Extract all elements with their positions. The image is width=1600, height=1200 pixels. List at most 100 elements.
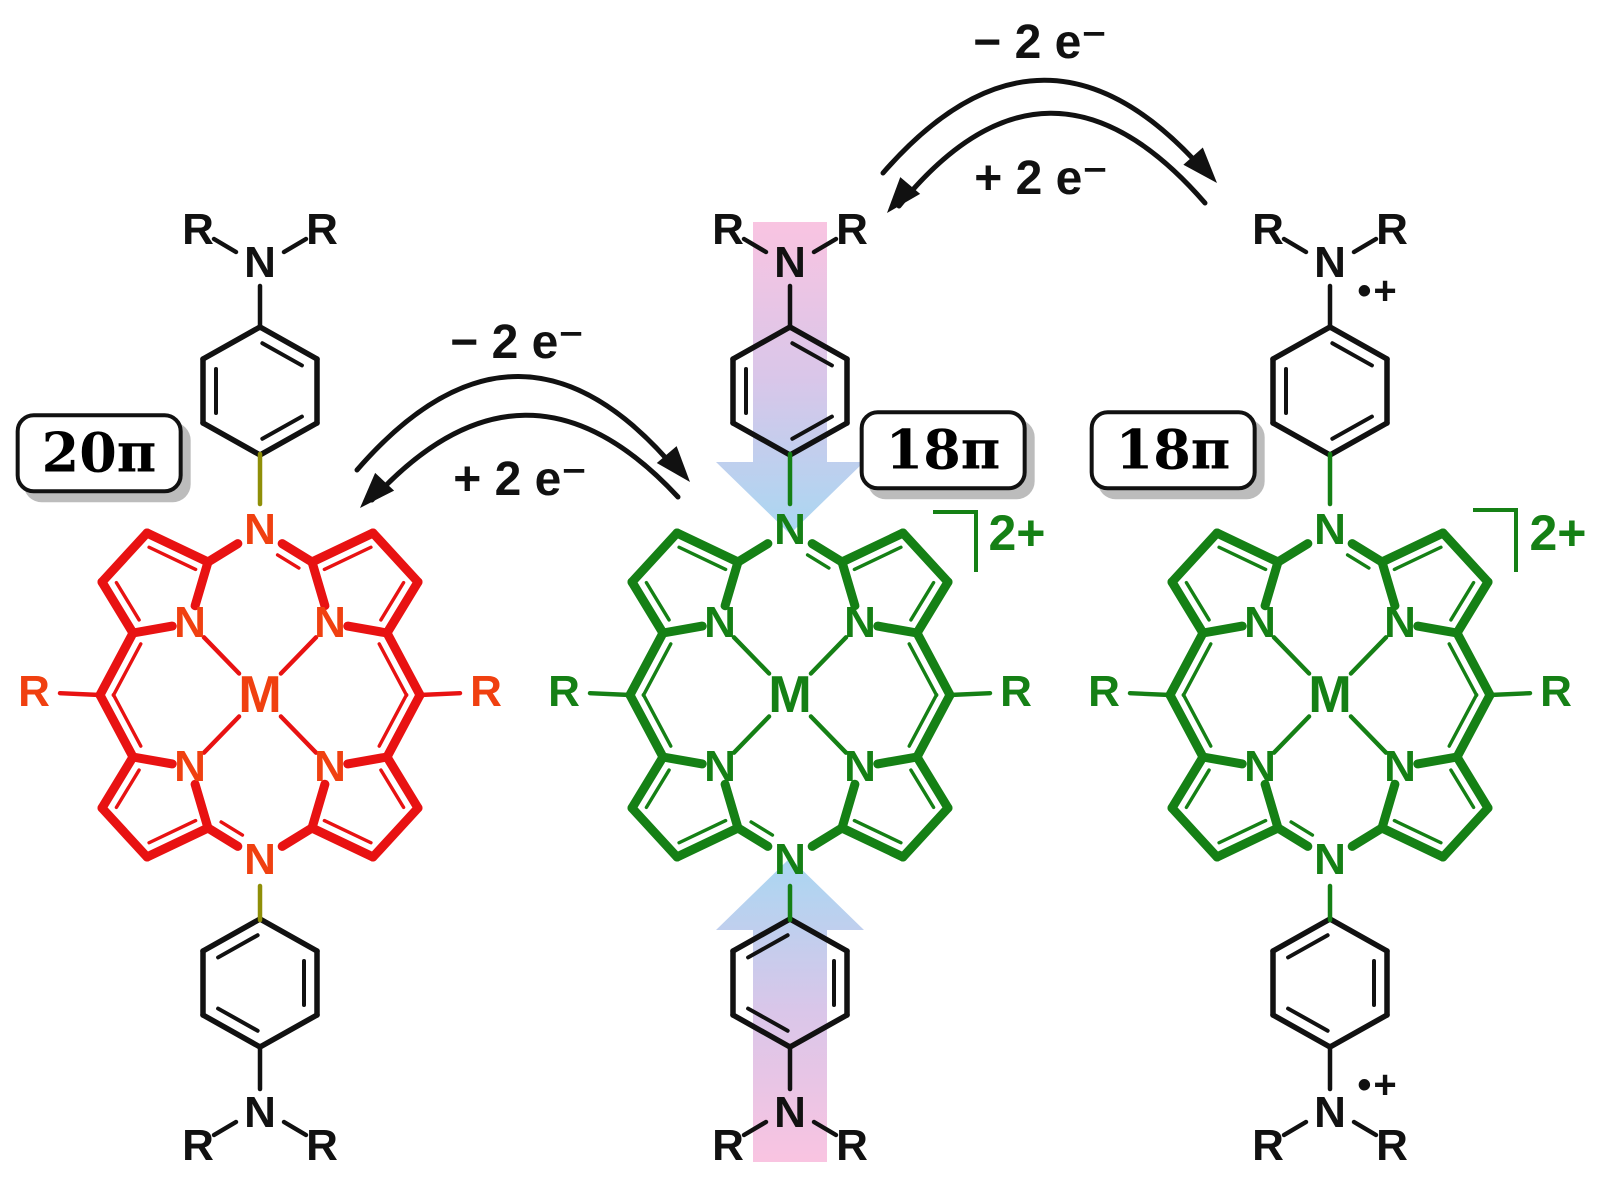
double-bond-line [111,692,143,748]
arrowhead [656,446,690,482]
double-bond-line [1181,642,1213,698]
bond-line [1198,621,1247,638]
bond-line [837,779,860,833]
bond-line [382,577,423,638]
double-bond-line [260,341,304,368]
metal-nitrogen-bond [278,635,319,676]
bond-line [382,690,425,762]
bond-line [627,752,668,813]
double-bond-line [1392,818,1443,845]
meso-r-label: R [1540,667,1572,716]
benzene-edge [257,1012,320,1050]
bond-line [277,539,317,567]
amine-r-label: R [1252,1121,1284,1170]
double-bond-line [377,692,409,748]
double-bond-line [1449,768,1476,810]
amine-r-label: R [182,205,214,254]
metal-label: M [1308,666,1352,724]
pyrrole-n-label: N [314,598,346,647]
bond-line [1347,539,1387,567]
pyrrole-n-label: N [174,598,206,647]
r-n-bond [1351,1119,1379,1138]
meso-r-bond [417,690,463,698]
bond-line [1452,628,1495,700]
double-bond-line [111,642,143,698]
pi-label-left: 20π [15,413,183,493]
pyrrole-n-label: N [1384,598,1416,647]
bond-line [142,823,213,862]
amine-r-label: R [306,205,338,254]
bond-line [1165,628,1208,700]
bond-line [307,779,330,833]
amine-n-label: N [244,1088,276,1137]
double-bond-line [749,820,775,837]
double-bond-line [1447,692,1479,748]
structure-middle-18pi [587,236,993,1138]
meso-r-label: R [18,667,50,716]
metal-label: M [238,666,282,724]
amine-n-label: N [774,238,806,287]
metal-nitrogen-bond [1271,714,1312,755]
bond-line [672,528,743,567]
r-n-bond [1351,236,1379,255]
double-bond-line [1286,933,1330,960]
double-bond-line [1330,341,1374,368]
benzene-edge [730,420,793,458]
pyrrole-n-label: N [314,742,346,791]
bond-line [1165,690,1208,762]
double-bond-line [114,580,141,622]
bond-line [1347,823,1387,851]
structure-right-18pi [1127,236,1533,1138]
bond-line [1452,577,1493,638]
bond-line [190,557,213,611]
bond-line [672,823,743,862]
benzene-edge [1327,1012,1390,1050]
bond-line [1167,752,1208,813]
benzene-edge [1327,324,1390,362]
benzene-edge [730,324,793,362]
metal-nitrogen-bond [808,635,849,676]
double-bond-line [909,580,936,622]
double-bond-line [1217,818,1268,845]
bond-line [837,823,908,862]
bond-line [128,752,177,769]
meso-r-label: R [470,667,502,716]
amine-r-label: R [182,1121,214,1170]
pyrrole-n-label: N [704,598,736,647]
bond-line [343,621,392,638]
amine-n-label: N [1314,238,1346,287]
double-bond-line [677,545,728,572]
benzene-edge [200,1012,263,1050]
amine-n-label: N [774,1088,806,1137]
bond-line [1198,752,1247,769]
bond-line [1452,690,1495,762]
amine-r-label: R [1252,205,1284,254]
reaction-arc [896,110,1208,209]
bond-line [1273,823,1313,851]
double-bond-line [790,414,834,441]
double-bond-line [1184,580,1211,622]
charge-brackets [933,508,1518,572]
aminium-radical-label: •+ [1357,1063,1399,1107]
bond-line [1377,528,1448,567]
double-bond-line [322,545,373,572]
double-bond-line [114,768,141,810]
meso-n-label: N [774,505,806,554]
double-bond-line [147,545,198,572]
double-bond-line [275,553,301,570]
arrowhead [360,472,395,508]
bond-line [368,803,423,862]
benzene-edge [200,324,263,362]
amine-r-label: R [306,1121,338,1170]
pyrrole-n-label: N [1244,742,1276,791]
reaction-arc [354,374,681,475]
bond-line [1167,577,1208,638]
benzene-edge [730,1012,793,1050]
bond-line [625,628,668,700]
double-bond-line [216,933,260,960]
bond-line [627,803,682,862]
bond-line [912,577,953,638]
reduction-label-middle: + 2 e⁻ [453,453,587,506]
bond-line [625,690,668,762]
double-bond-line [805,553,831,570]
